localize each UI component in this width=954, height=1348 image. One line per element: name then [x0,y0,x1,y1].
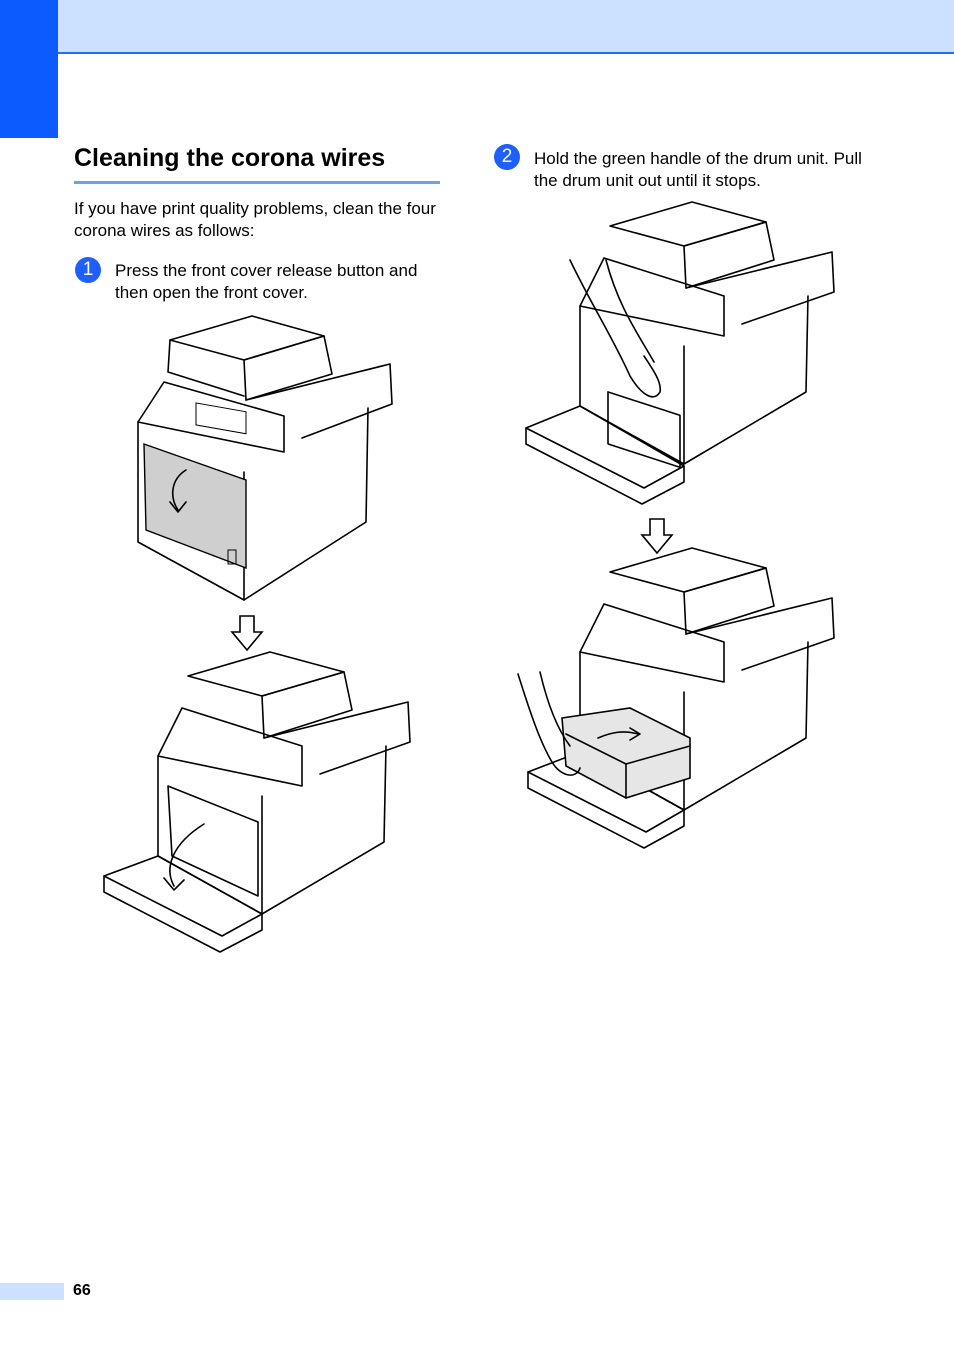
chapter-tab [0,0,58,138]
printer-closed-illustration [137,315,393,601]
page-number-tab [0,1283,64,1300]
printer-drum-pulled-illustration [517,547,835,849]
title-underline [74,181,440,184]
header-band [0,0,954,54]
down-arrow-icon [640,518,674,555]
step-2-badge: 2 [494,144,520,170]
step-1-text: Press the front cover release button and… [115,261,418,302]
step-2-text: Hold the green handle of the drum unit. … [534,149,862,190]
step-1-badge: 1 [75,257,101,283]
printer-cover-open-illustration [103,651,411,953]
page-number: 66 [73,1282,91,1299]
down-arrow-icon [230,615,264,652]
intro-paragraph: If you have print quality problems, clea… [74,199,436,240]
section-title: Cleaning the corona wires [74,144,386,172]
printer-drum-handle-illustration [525,201,835,505]
